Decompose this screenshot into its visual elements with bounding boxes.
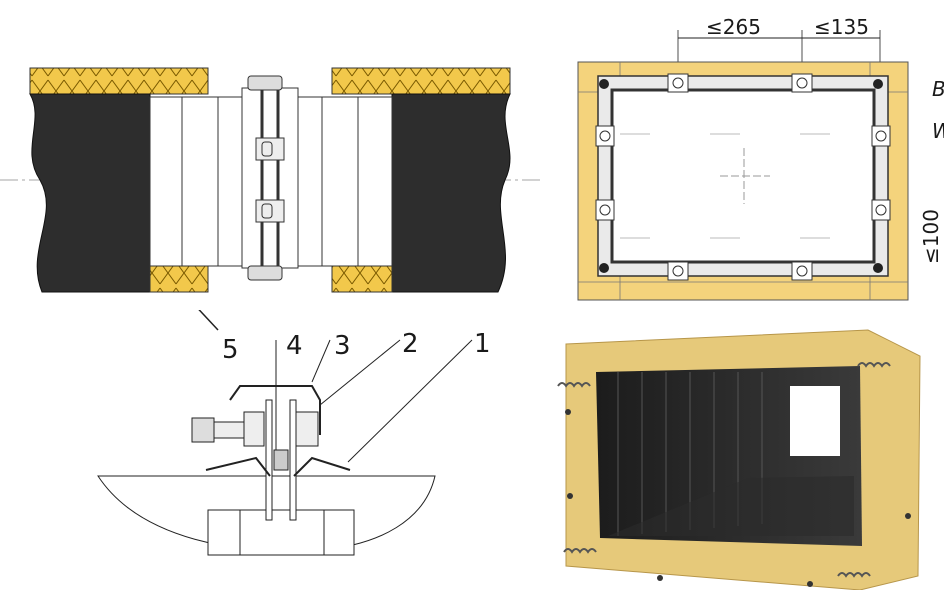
dimension-265: ≤265 xyxy=(706,15,761,39)
flange-joint xyxy=(241,75,299,281)
duct-far-end xyxy=(790,386,840,456)
duct-section-view xyxy=(0,67,540,293)
side-label-b: B xyxy=(932,77,944,101)
flange-detail-view: 5 4 3 2 1 xyxy=(97,310,491,556)
callout-3: 3 xyxy=(334,331,351,361)
insulated-duct-render xyxy=(557,329,921,590)
flange-frame-view: ≤265 ≤135 B W ≤100 xyxy=(577,15,944,301)
dimension-135: ≤135 xyxy=(814,15,869,39)
callout-5: 5 xyxy=(222,335,239,365)
callout-1: 1 xyxy=(474,329,491,359)
callout-4: 4 xyxy=(286,331,303,361)
dimension-100: ≤100 xyxy=(919,209,943,264)
insulation-bottom-left xyxy=(149,265,209,293)
duct-left-body xyxy=(29,93,151,293)
callout-2: 2 xyxy=(402,329,419,359)
side-label-w: W xyxy=(932,119,944,143)
bolt-head xyxy=(191,417,215,443)
insulation-bottom-right xyxy=(331,265,393,293)
duct-right-body xyxy=(391,93,511,293)
insulation-top-right xyxy=(331,67,511,95)
insulation-top-left xyxy=(29,67,209,95)
